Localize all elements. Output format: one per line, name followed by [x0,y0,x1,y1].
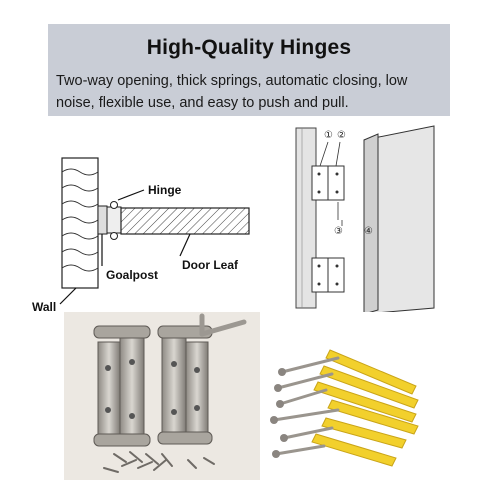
marker-1: ① [324,130,333,141]
lower-hinge-shape [311,257,345,293]
door-leaf-shape [120,207,250,235]
door-frame-diagram: ① ② ③ ④ [295,125,435,312]
upper-hinge-shape [311,165,345,201]
marker-4: ④ [364,226,373,237]
goalpost-shape [97,205,108,235]
right-hinge-image [157,313,247,445]
screws-pile-image [103,451,215,473]
wall-shape [61,157,99,289]
door-frame-post [295,127,317,309]
anchors-and-screws-photo [268,314,444,476]
hinge-photo-illustration [93,313,247,473]
anchors-photo-illustration [270,349,419,467]
goalpost-label: Goalpost [106,268,159,282]
wall-label: Wall [32,300,57,314]
banner-title: High-Quality Hinges [146,36,352,59]
hinge-shape [106,201,122,240]
hinge-label: Hinge [148,183,182,197]
banner-description: Two-way opening, thick springs, automati… [56,73,408,111]
marker-2: ② [337,130,346,141]
hinge-installation-diagram [59,157,250,305]
info-banner: High-Quality Hinges Two-way opening, thi… [48,24,450,116]
marker-3: ③ [334,226,343,237]
screw-heads-image [270,368,288,458]
wall-anchors-image [311,349,419,467]
left-hinge-image [93,325,151,447]
door-leaf-label: Door Leaf [182,258,239,272]
screws-image [272,356,340,456]
door-slab-shape [363,125,435,312]
hinge-pair-photo [64,312,260,480]
